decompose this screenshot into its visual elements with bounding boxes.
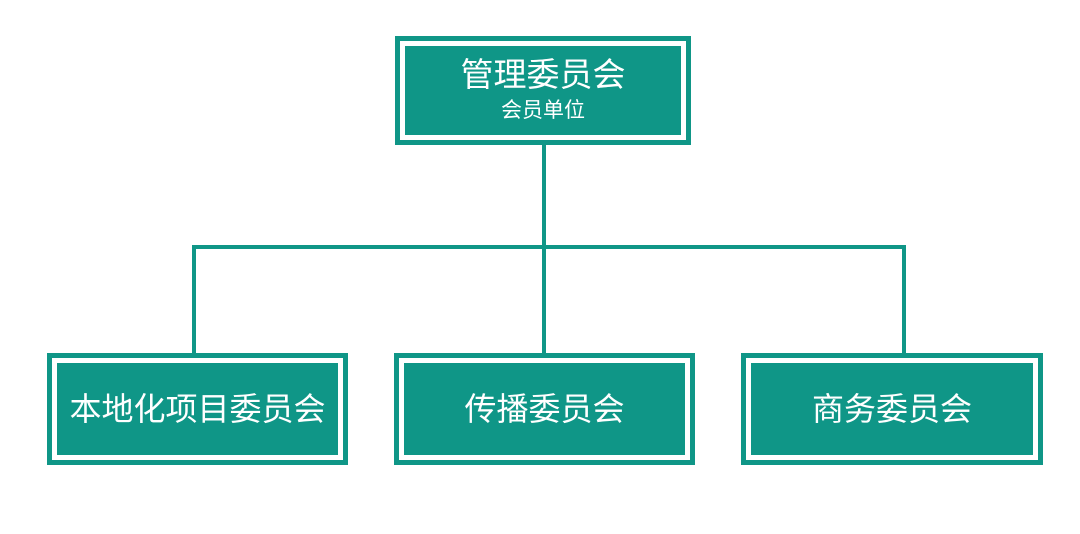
connector-root-stem xyxy=(542,145,546,353)
org-node-localization-committee-body: 本地化项目委员会 xyxy=(57,363,338,455)
org-node-communication-committee-body: 传播委员会 xyxy=(404,363,685,455)
org-node-root-title: 管理委员会 xyxy=(460,56,626,94)
org-node-localization-committee: 本地化项目委员会 xyxy=(47,353,348,465)
org-node-business-committee: 商务委员会 xyxy=(741,353,1043,465)
org-node-communication-committee: 传播委员会 xyxy=(394,353,695,465)
org-node-business-committee-label: 商务委员会 xyxy=(811,390,972,427)
connector-right-drop xyxy=(902,245,906,353)
connector-horizontal-rail xyxy=(192,245,906,249)
org-node-root-subtitle: 会员单位 xyxy=(501,99,585,123)
org-node-business-committee-body: 商务委员会 xyxy=(751,363,1033,455)
org-node-communication-committee-label: 传播委员会 xyxy=(464,390,625,427)
connector-left-drop xyxy=(192,245,196,353)
org-node-root-body: 管理委员会 会员单位 xyxy=(405,46,681,135)
org-node-root: 管理委员会 会员单位 xyxy=(395,36,691,145)
org-node-localization-committee-label: 本地化项目委员会 xyxy=(69,390,326,427)
